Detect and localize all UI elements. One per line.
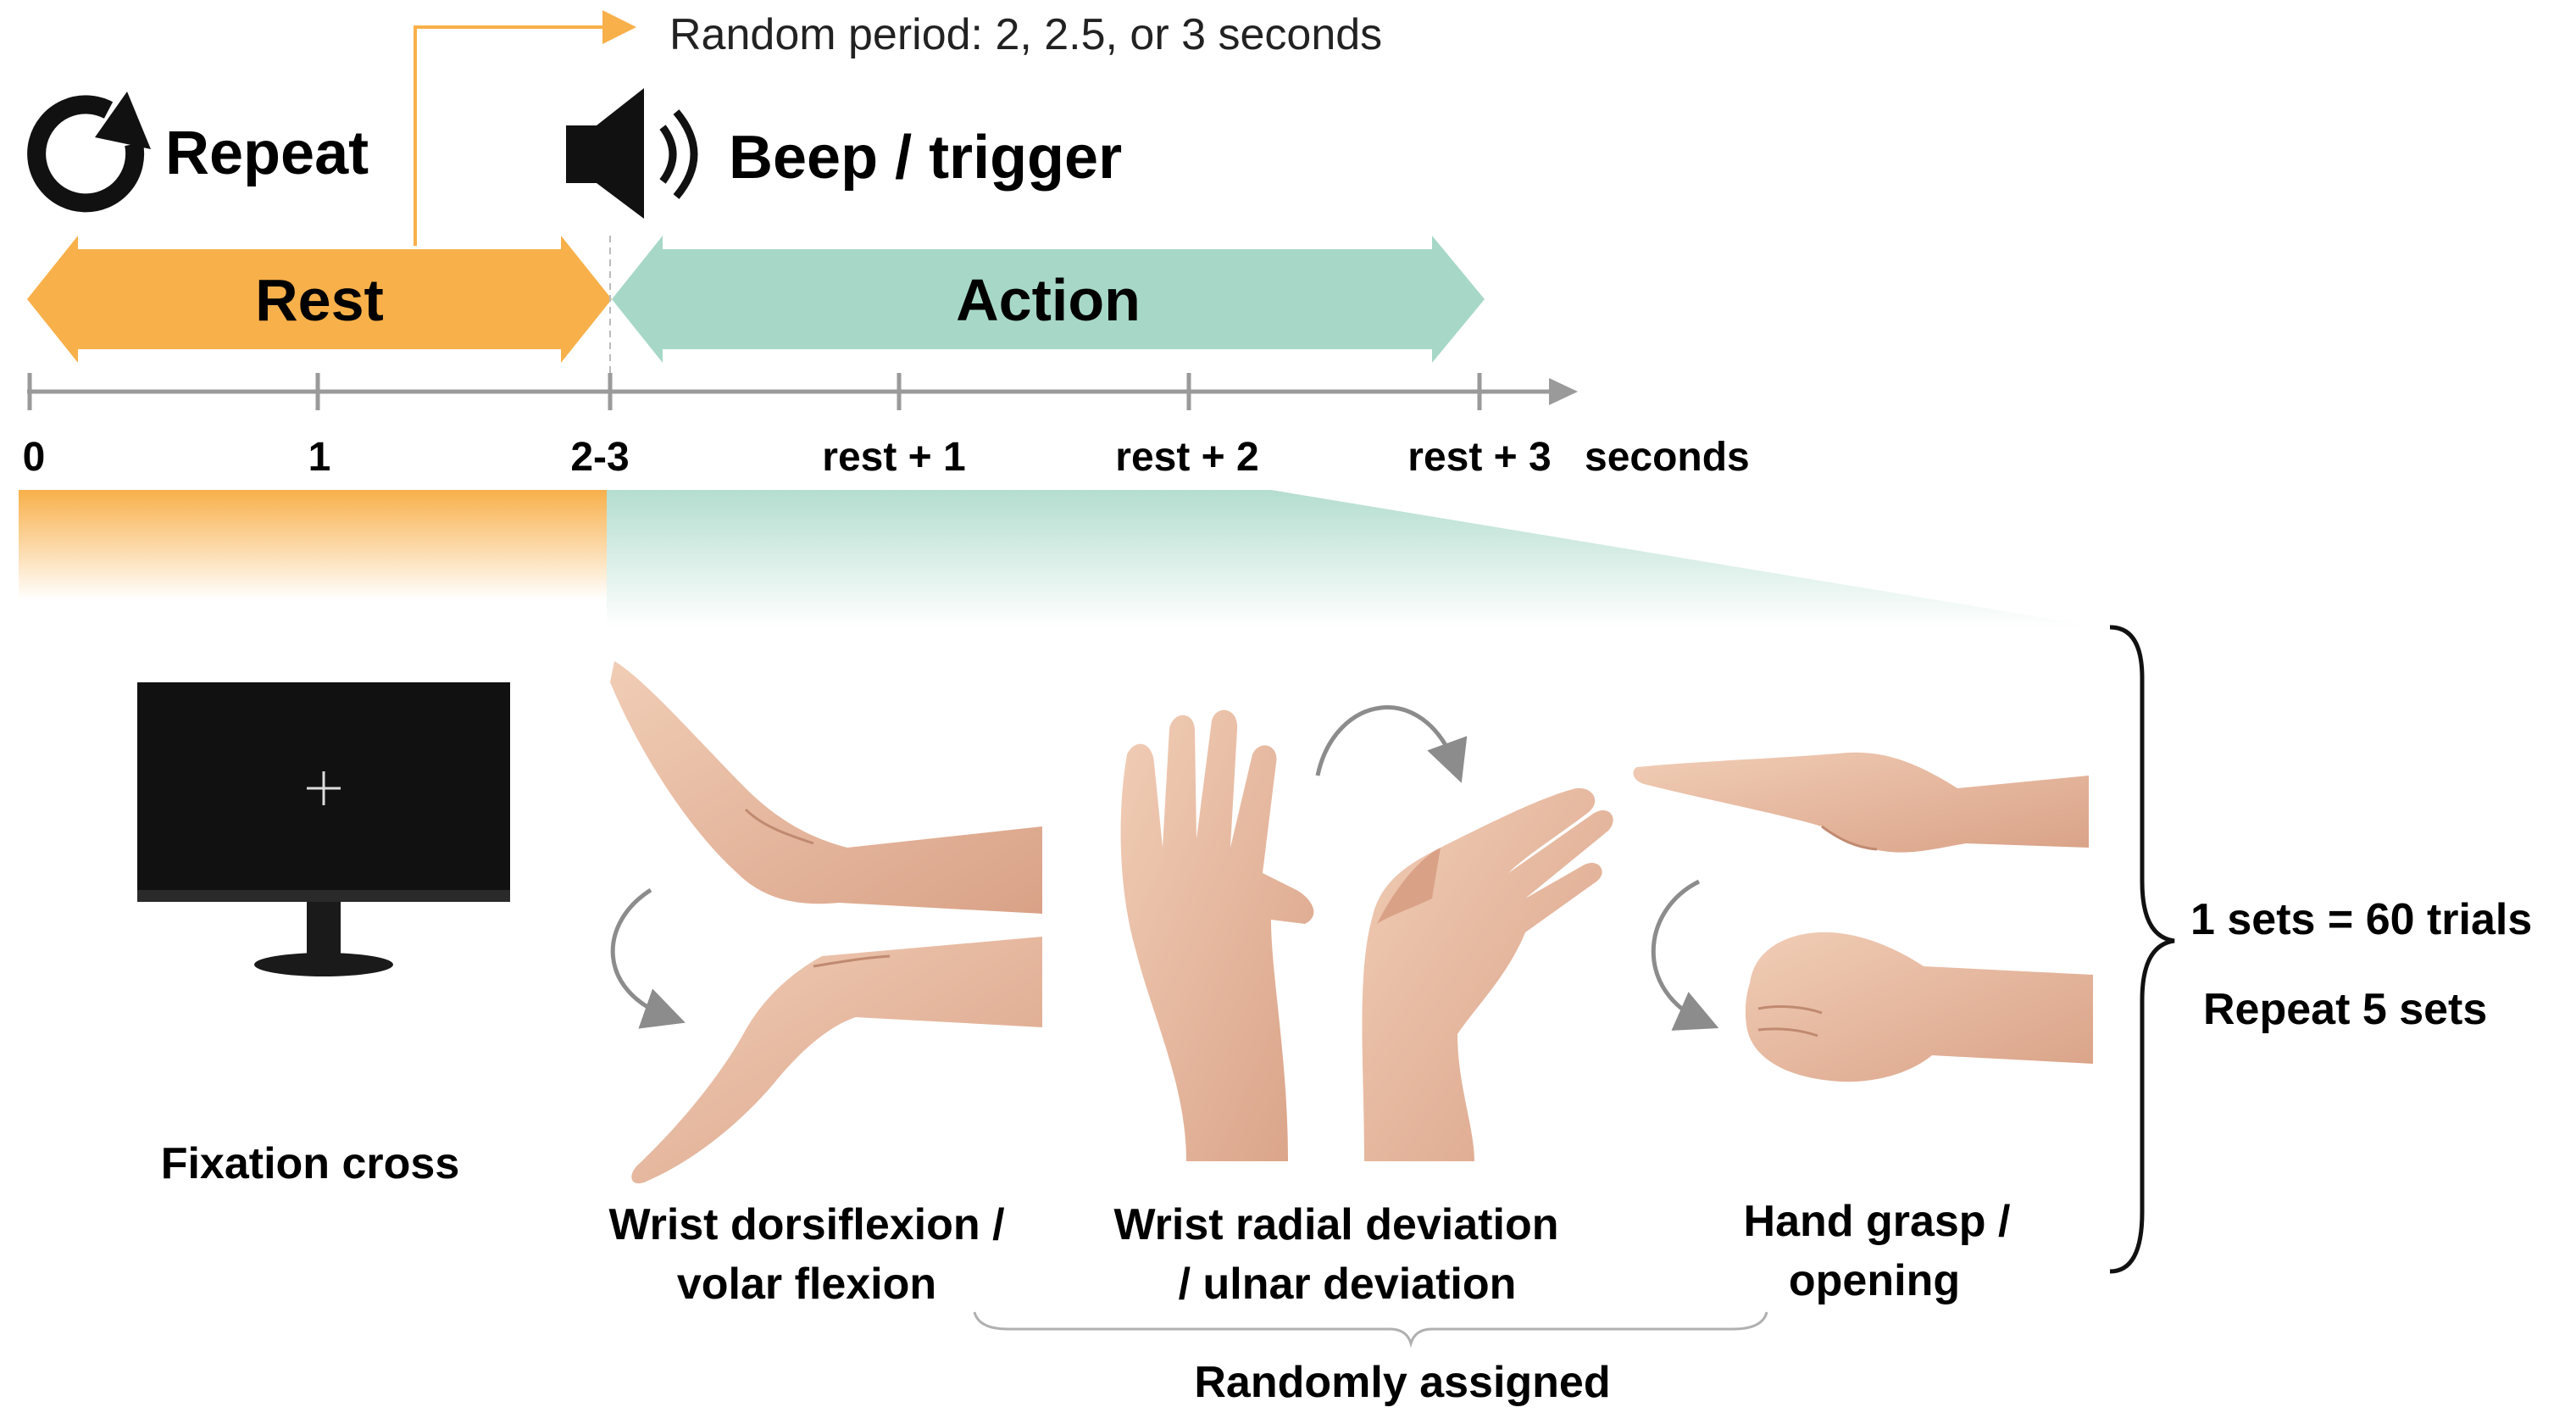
hand-fist-image bbox=[1745, 932, 2093, 1082]
rotation-arrow-hand-grasp bbox=[1651, 879, 1719, 1031]
random-period-connector bbox=[414, 10, 636, 246]
hand-grasp-label-line1: Hand grasp / bbox=[1744, 1197, 2011, 1246]
wrist-dorsiflexion-hand bbox=[610, 661, 1042, 914]
rotation-arrow-wrist-deviation bbox=[1315, 705, 1468, 783]
repeat-label: Repeat bbox=[165, 120, 369, 187]
fixation-cross-label: Fixation cross bbox=[161, 1139, 460, 1188]
tick-label-1: 1 bbox=[308, 435, 331, 480]
tick-label-rest-plus-2: rest + 2 bbox=[1115, 435, 1258, 480]
action-phase-arrow bbox=[612, 236, 1485, 363]
tick-label-0: 0 bbox=[23, 435, 46, 480]
time-axis-arrowhead bbox=[1549, 378, 1578, 405]
wrist-radial-deviation-hand bbox=[1120, 709, 1314, 1161]
monitor-fixation-icon bbox=[137, 682, 510, 976]
tick-label-2-3: 2-3 bbox=[570, 435, 629, 480]
rest-fade-band bbox=[19, 490, 607, 600]
hand-open-image bbox=[1633, 752, 2089, 853]
beep-trigger-label: Beep / trigger bbox=[729, 124, 1122, 192]
axis-ticks bbox=[27, 373, 1482, 410]
wrist-flexion-label-line1: Wrist dorsiflexion / bbox=[608, 1200, 1004, 1249]
repeat-sets-label: Repeat 5 sets bbox=[2203, 985, 2487, 1034]
axis-unit-label: seconds bbox=[1585, 435, 1750, 480]
action-fade-band bbox=[607, 490, 2101, 627]
repeat-icon bbox=[27, 92, 151, 213]
random-period-label: Random period: 2, 2.5, or 3 seconds bbox=[669, 10, 1382, 59]
wrist-volar-flexion-hand bbox=[631, 937, 1042, 1184]
hand-grasp-label-line2: opening bbox=[1789, 1256, 1960, 1305]
speaker-icon bbox=[566, 88, 698, 219]
rest-phase-label: Rest bbox=[255, 267, 384, 333]
tick-label-rest-plus-3: rest + 3 bbox=[1407, 435, 1551, 480]
wrist-ulnar-deviation-hand bbox=[1362, 787, 1613, 1161]
rest-phase-arrow bbox=[27, 236, 612, 363]
wrist-flexion-label-line2: volar flexion bbox=[677, 1260, 936, 1309]
action-phase-label: Action bbox=[956, 267, 1141, 333]
rotation-arrow-wrist-flexion bbox=[610, 887, 686, 1029]
wrist-deviation-label-line1: Wrist radial deviation bbox=[1114, 1200, 1559, 1249]
randomly-assigned-label: Randomly assigned bbox=[1194, 1358, 1610, 1407]
sets-curly-brace bbox=[2109, 625, 2175, 1274]
sets-trials-label: 1 sets = 60 trials bbox=[2190, 895, 2532, 944]
random-assignment-bracket bbox=[973, 1311, 1768, 1349]
wrist-deviation-label-line2: / ulnar deviation bbox=[1179, 1260, 1517, 1309]
tick-label-rest-plus-1: rest + 1 bbox=[822, 435, 965, 480]
